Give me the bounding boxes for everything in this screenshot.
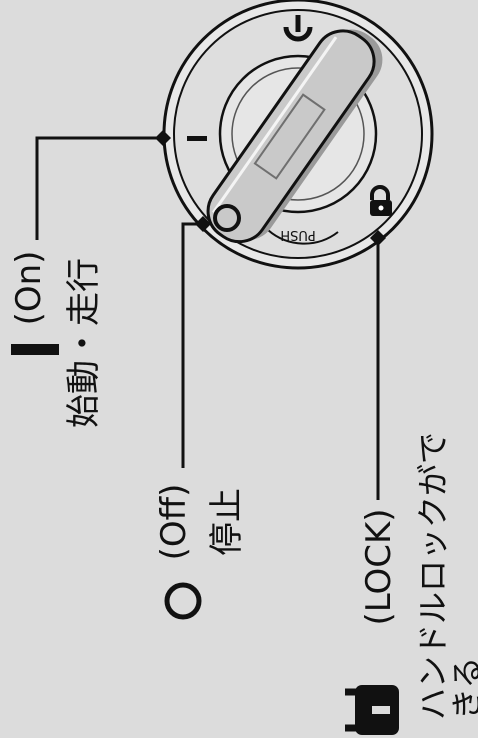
- lock-description-line2: きる: [448, 657, 478, 720]
- leader-on-diamond: [155, 130, 171, 146]
- lock-description-line1: ハンドルロックがで: [414, 432, 452, 720]
- leader-on: [35, 136, 163, 240]
- padlock-icon: [345, 685, 399, 735]
- leader-lock-diamond: [370, 230, 386, 246]
- push-text: PUSH: [280, 227, 315, 242]
- lock-mode-label: (LOCK): [359, 508, 399, 625]
- on-bar-icon: [11, 344, 59, 355]
- off-position-mark-icon: [213, 204, 241, 232]
- off-mode-label: (Off): [154, 484, 194, 561]
- off-circle-icon: [164, 582, 202, 620]
- leader-off: [181, 222, 203, 468]
- on-mode-label: (On): [9, 251, 49, 326]
- key-slot: [253, 93, 326, 180]
- lock-position-mark-icon: [370, 185, 392, 216]
- key-knob-body: [206, 29, 376, 244]
- key-knob-highlight: [212, 36, 338, 214]
- leader-off-diamond: [195, 216, 211, 232]
- ignition-switch: PUSH: [162, 0, 434, 270]
- power-icon: [283, 15, 313, 42]
- keyhole-ring: [231, 67, 365, 201]
- key-knob: [206, 29, 383, 244]
- push-arrow-arc: [267, 229, 339, 245]
- on-position-mark-icon: [187, 136, 207, 141]
- off-description: 停止: [207, 488, 247, 556]
- on-description: 始動・走行: [64, 258, 104, 428]
